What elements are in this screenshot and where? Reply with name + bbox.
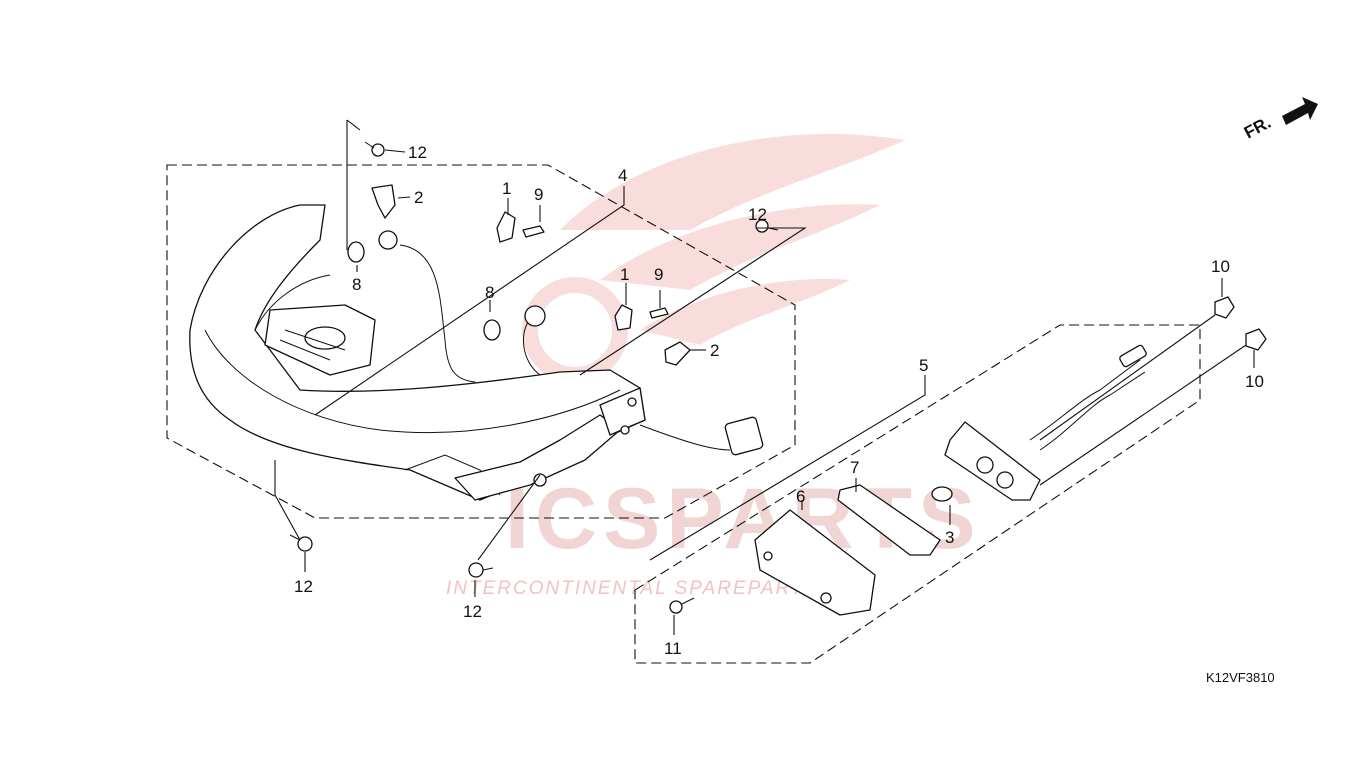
leader-lines [274, 119, 1255, 635]
callout-12-bottom-left: 12 [294, 577, 313, 596]
callout-9-top: 9 [534, 185, 543, 204]
bulb-8-left [347, 230, 398, 263]
callout-8-mid: 8 [485, 283, 494, 302]
callout-3: 3 [945, 528, 954, 547]
callout-10-bottom: 10 [1245, 372, 1264, 391]
callout-8-left: 8 [352, 275, 361, 294]
callout-7: 7 [850, 458, 859, 477]
screw-12-right [755, 219, 779, 233]
watermark-emblem [522, 134, 905, 383]
socket-2-mid [664, 341, 691, 366]
nut-10-top [1214, 296, 1235, 319]
socket-1-top [496, 211, 516, 243]
callout-2-mid: 2 [710, 341, 719, 360]
bulb-3 [931, 486, 953, 502]
nut-10-bottom [1245, 328, 1267, 351]
front-direction-arrow-icon [1282, 97, 1318, 125]
tail-light-housing [189, 204, 646, 501]
socket-2-top [371, 184, 396, 219]
callout-12-bottom-mid: 12 [463, 602, 482, 621]
group-box-4 [166, 164, 796, 519]
callout-11: 11 [664, 639, 682, 658]
callout-2-top: 2 [414, 188, 423, 207]
callout-5: 5 [919, 356, 928, 375]
callout-1-mid: 1 [620, 265, 629, 284]
socket-1-mid [614, 304, 633, 331]
license-light-base [944, 344, 1147, 501]
watermark-tagline: INTERCONTINENTAL SPAREPARTS [446, 578, 820, 599]
screw-9-top [522, 225, 545, 238]
screw-9-mid [649, 307, 669, 319]
wiring-harness [399, 244, 764, 456]
gasket-7 [837, 484, 941, 556]
callout-1-top: 1 [502, 179, 511, 198]
callout-6: 6 [796, 487, 805, 506]
screw-11 [669, 597, 695, 614]
bulb-8-mid [483, 305, 546, 341]
callout-9-mid: 9 [654, 265, 663, 284]
screw-12-top [364, 141, 385, 157]
callout-12-top: 12 [408, 143, 427, 162]
license-light-lens-6 [754, 509, 876, 616]
group-box-5 [634, 324, 1201, 664]
screw-12-bottom-mid [468, 562, 494, 578]
diagram-code: K12VF3810 [1206, 670, 1275, 685]
callout-12-right: 12 [748, 205, 767, 224]
callout-4: 4 [618, 166, 627, 185]
callout-10-top: 10 [1211, 257, 1230, 276]
screw-12-bottom-left [289, 534, 313, 552]
